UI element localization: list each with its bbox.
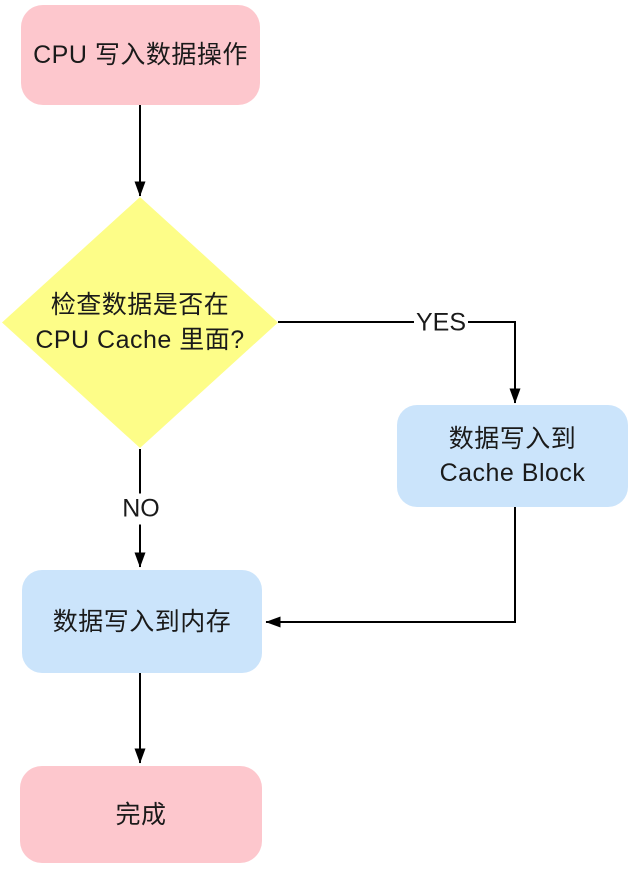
node-label: 检查数据是否在 <box>50 290 230 319</box>
node-done: 完成 <box>20 766 262 863</box>
node-label: 数据写入到 <box>448 425 577 453</box>
node-label: CPU Cache 里面? <box>35 325 245 354</box>
node-write-cache-block: 数据写入到 Cache Block <box>397 405 628 507</box>
node-label: Cache Block <box>439 459 586 487</box>
node-label: 完成 <box>115 800 167 829</box>
edge-label-no: NO <box>120 493 162 525</box>
node-label: CPU 写入数据操作 <box>33 41 248 69</box>
node-write-memory: 数据写入到内存 <box>22 570 262 673</box>
edge-label-yes: YES <box>413 307 469 339</box>
edge-decision-to-cache-yes <box>278 321 521 404</box>
node-label: 数据写入到内存 <box>52 607 232 636</box>
node-cpu-write-start: CPU 写入数据操作 <box>21 5 260 105</box>
edge-cache-to-memory <box>265 507 516 628</box>
